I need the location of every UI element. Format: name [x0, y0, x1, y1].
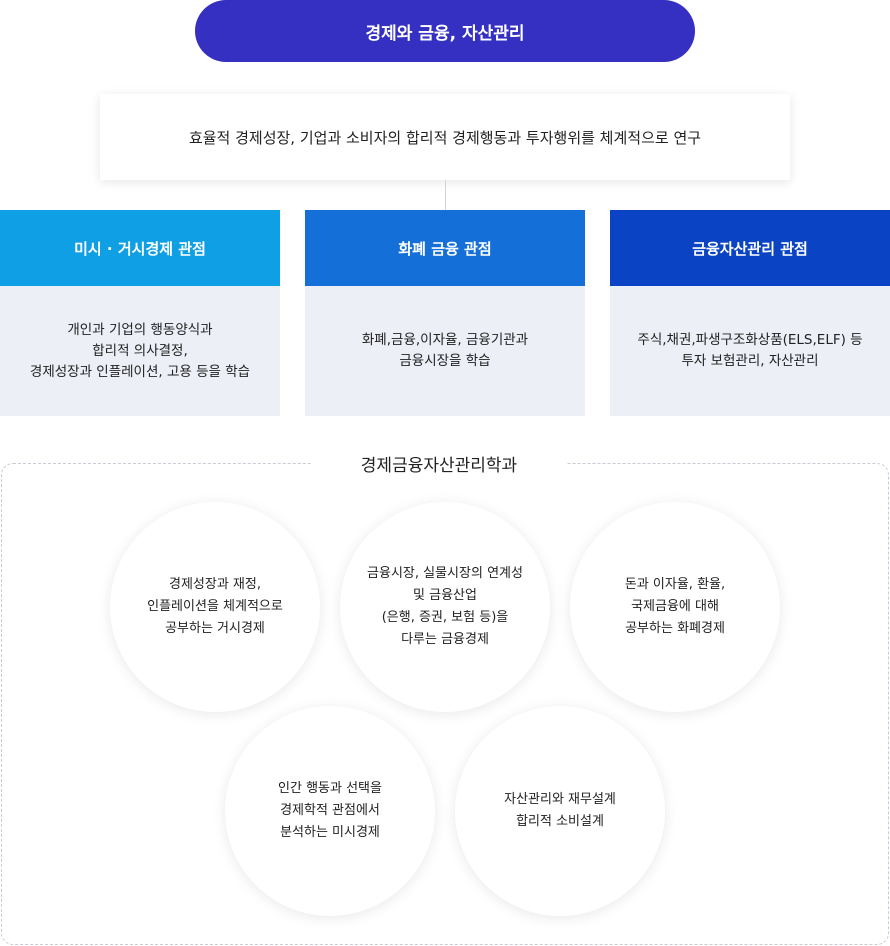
perspective-asset-management: 금융자산관리 관점 주식,채권,파생구조화상품(ELS,ELF) 등 투자 보험…	[610, 210, 890, 416]
topic-circle-monetary-economics: 돈과 이자율, 환율, 국제금융에 대해 공부하는 화폐경제	[570, 502, 780, 712]
perspective-description: 화폐,금융,이자율, 금융기관과 금융시장을 학습	[305, 286, 585, 416]
topic-circle-macroeconomics: 경제성장과 재정, 인플레이션을 체계적으로 공부하는 거시경제	[110, 502, 320, 712]
perspective-title: 미시 · 거시경제 관점	[0, 210, 280, 286]
topic-circle-financial-economics: 금융시장, 실물시장의 연계성 및 금융산업 (은행, 증권, 보험 등)을 다…	[340, 502, 550, 712]
topic-circle-asset-management: 자산관리와 재무설계 합리적 소비설계	[455, 706, 665, 916]
topic-circle-microeconomics: 인간 행동과 선택을 경제학적 관점에서 분석하는 미시경제	[225, 706, 435, 916]
perspective-title: 금융자산관리 관점	[610, 210, 890, 286]
summary-text: 효율적 경제성장, 기업과 소비자의 합리적 경제행동과 투자행위를 체계적으로…	[188, 128, 702, 147]
perspective-monetary-finance: 화폐 금융 관점 화폐,금융,이자율, 금융기관과 금융시장을 학습	[305, 210, 585, 416]
perspective-title: 화폐 금융 관점	[305, 210, 585, 286]
perspective-description: 개인과 기업의 행동양식과 합리적 의사결정, 경제성장과 인플레이션, 고용 …	[0, 286, 280, 416]
perspective-micro-macro: 미시 · 거시경제 관점 개인과 기업의 행동양식과 합리적 의사결정, 경제성…	[0, 210, 280, 416]
connector-line	[445, 180, 446, 210]
summary-box: 효율적 경제성장, 기업과 소비자의 합리적 경제행동과 투자행위를 체계적으로…	[100, 94, 790, 180]
title-pill: 경제와 금융, 자산관리	[195, 0, 695, 62]
department-title: 경제금융자산관리학과	[312, 448, 566, 478]
perspective-description: 주식,채권,파생구조화상품(ELS,ELF) 등 투자 보험관리, 자산관리	[610, 286, 890, 416]
